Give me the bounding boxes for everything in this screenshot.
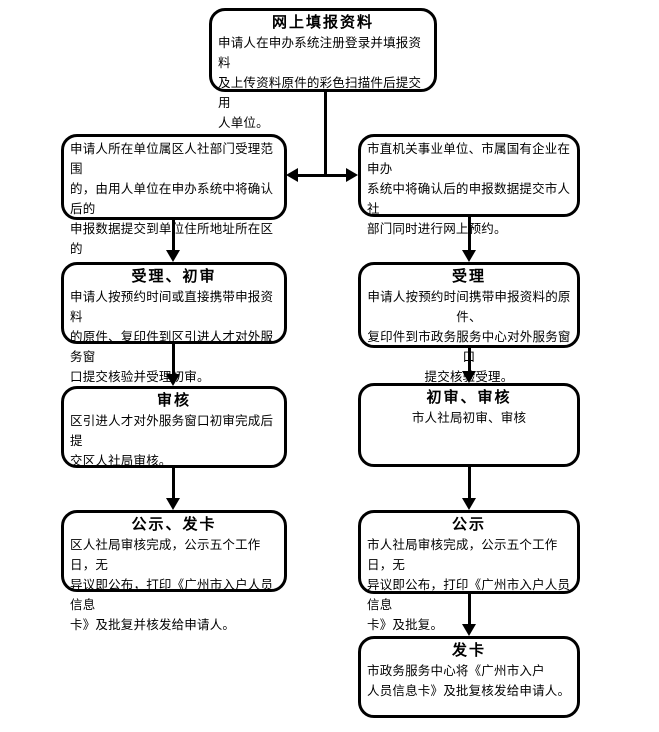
- node-left-publish: 公示、发卡 区人社局审核完成，公示五个工作日，无 异议即公布，打印《广州市入户人…: [61, 510, 287, 632]
- connector-left-1: [172, 219, 175, 252]
- arrowhead-left-icon: [286, 168, 298, 182]
- connector-right-1: [468, 217, 471, 252]
- node-city-submit: 市直机关事业单位、市属国有企业在申办 系统中将确认后的申报数据提交市人社 部门同…: [358, 134, 580, 236]
- node-left-review: 审核 区引进人才对外服务窗口初审完成后提 交区人社局审核。: [61, 386, 287, 468]
- node-body: 市直机关事业单位、市属国有企业在申办 系统中将确认后的申报数据提交市人社 部门同…: [367, 142, 571, 236]
- node-body: 申请人在申办系统注册登录并填报资料 及上传资料原件的彩色扫描件后提交用 人单位。: [218, 36, 422, 130]
- arrowhead-down-icon: [166, 250, 180, 262]
- node-title: 受理、初审: [131, 268, 217, 285]
- connector-right-2: [468, 348, 471, 373]
- connector-left-3: [172, 468, 175, 500]
- arrowhead-down-icon: [462, 624, 476, 636]
- connector-top-vertical: [324, 92, 327, 176]
- node-right-accept: 受理 申请人按预约时间携带申报资料的原件、 复印件到市政务服务中心对外服务窗口 …: [358, 262, 580, 384]
- node-right-review: 初审、审核 市人社局初审、审核: [358, 383, 580, 467]
- node-body: 区人社局审核完成，公示五个工作日，无 异议即公布，打印《广州市入户人员信息 卡》…: [70, 538, 274, 632]
- node-district-submit: 申请人所在单位属区人社部门受理范围 的，由用人单位在申办系统中将确认后的 申报数…: [61, 134, 287, 276]
- arrowhead-down-icon: [462, 498, 476, 510]
- node-title: 网上填报资料: [271, 14, 374, 31]
- node-right-publish: 公示 市人社局审核完成，公示五个工作日，无 异议即公布，打印《广州市入户人员信息…: [358, 510, 580, 632]
- arrowhead-down-icon: [462, 250, 476, 262]
- node-body: 市人社局审核完成，公示五个工作日，无 异议即公布，打印《广州市入户人员信息 卡》…: [367, 538, 571, 632]
- arrowhead-down-icon: [166, 374, 180, 386]
- connector-branch-horizontal: [296, 174, 350, 177]
- node-body: 申请人按预约时间或直接携带申报资料 的原件、复印件到区引进人才对外服务窗 口提交…: [70, 290, 274, 384]
- connector-left-2: [172, 344, 175, 376]
- node-body: 市政务服务中心将《广州市入户 人员信息卡》及批复核发给申请人。: [367, 664, 571, 698]
- arrowhead-down-icon: [462, 371, 476, 383]
- node-left-accept: 受理、初审 申请人按预约时间或直接携带申报资料 的原件、复印件到区引进人才对外服…: [61, 262, 287, 384]
- node-title: 受理: [451, 268, 486, 285]
- node-body: 申请人按预约时间携带申报资料的原件、 复印件到市政务服务中心对外服务窗口 提交核…: [367, 290, 571, 384]
- node-title: 初审、审核: [426, 389, 512, 406]
- node-title: 发卡: [451, 642, 486, 659]
- connector-right-3: [468, 467, 471, 500]
- node-online-fill: 网上填报资料 申请人在申办系统注册登录并填报资料 及上传资料原件的彩色扫描件后提…: [209, 8, 437, 130]
- arrowhead-down-icon: [166, 498, 180, 510]
- connector-right-4: [468, 594, 471, 626]
- node-title: 审核: [156, 392, 191, 409]
- node-body: 区引进人才对外服务窗口初审完成后提 交区人社局审核。: [70, 414, 274, 468]
- node-body: 市人社局初审、审核: [411, 411, 527, 425]
- node-title: 公示、发卡: [131, 516, 217, 533]
- node-title: 公示: [451, 516, 486, 533]
- arrowhead-right-icon: [346, 168, 358, 182]
- node-right-card: 发卡 市政务服务中心将《广州市入户 人员信息卡》及批复核发给申请人。: [358, 636, 580, 718]
